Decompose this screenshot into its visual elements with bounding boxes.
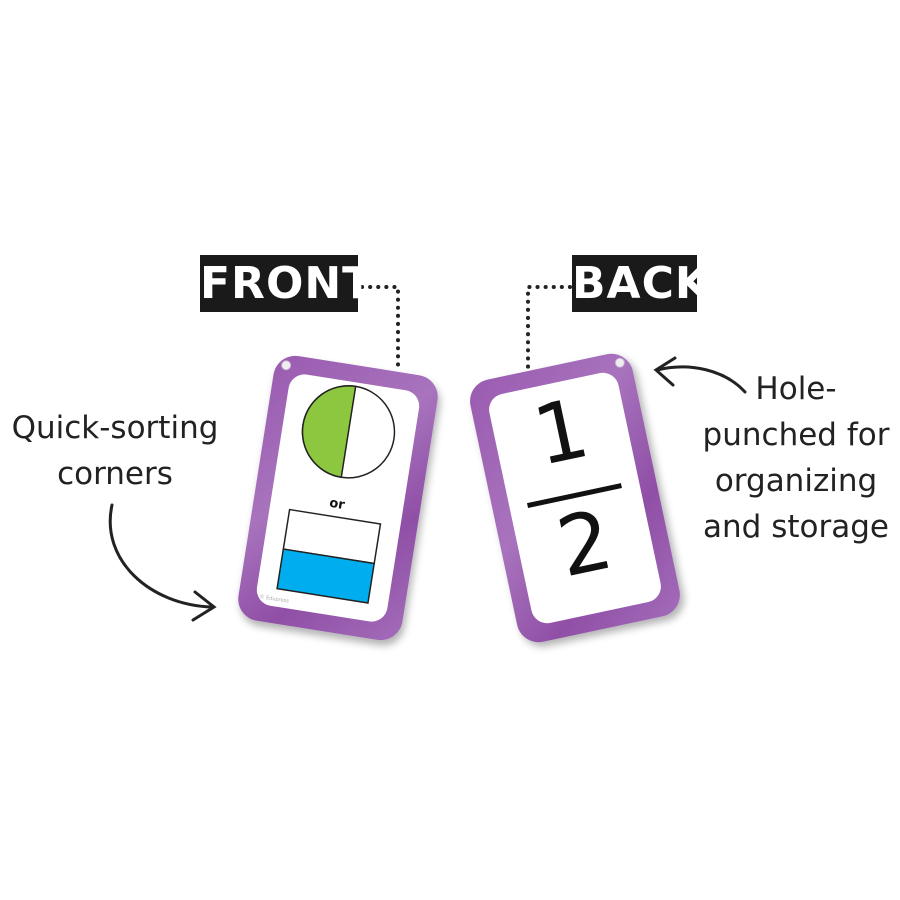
callout-line: Quick-sorting [11, 410, 219, 446]
rect-shaded-half [276, 548, 376, 604]
punch-hole [280, 359, 292, 371]
left-curved-arrow [108, 503, 214, 609]
callout-line: Hole- [755, 371, 837, 407]
punch-hole [613, 356, 626, 369]
front-label: FRONT [200, 255, 372, 312]
front-card: or © Edupress [235, 352, 441, 644]
back-label: BACK [572, 255, 709, 312]
back-dotted-leader [526, 285, 572, 372]
callout-line: punched for [702, 417, 890, 453]
back-card-face: 1 2 [486, 369, 664, 627]
right-curved-arrow [655, 365, 747, 394]
right-arrowhead [653, 356, 677, 387]
circle-shaded-half [301, 385, 357, 479]
left-arrowhead [191, 590, 217, 622]
numerator: 1 [525, 381, 597, 485]
quick-sorting-callout: Quick-sorting corners [10, 405, 220, 497]
front-card-face: or © Edupress [254, 372, 422, 624]
callout-line: corners [57, 456, 173, 492]
fraction-diagrams [276, 385, 396, 604]
callout-line: organizing [714, 463, 878, 499]
callout-line: and storage [703, 509, 889, 545]
hole-punched-callout: Hole- punched for organizing and storage [700, 366, 892, 550]
